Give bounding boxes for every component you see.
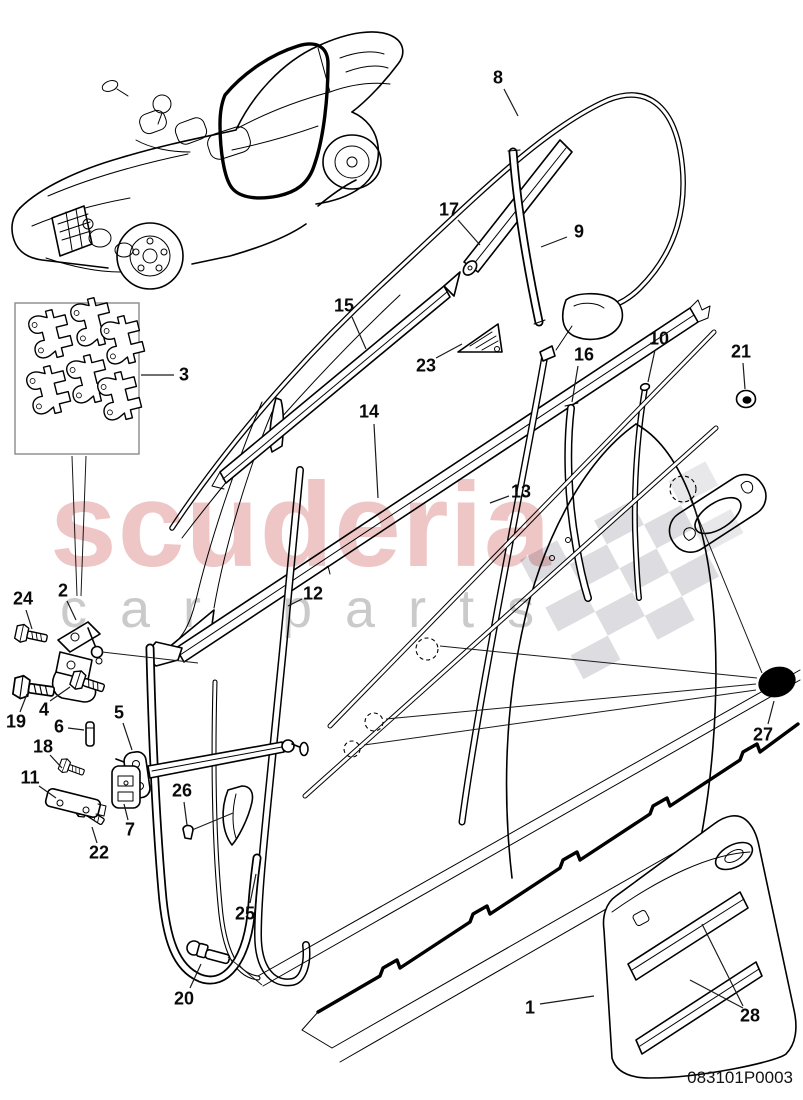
part-label-15[interactable]: 15 [333, 295, 355, 316]
leader-line-1 [539, 995, 595, 1005]
part-27-blanking-plug [758, 666, 796, 698]
leader-line-6 [67, 727, 85, 731]
leader-line-4 [49, 686, 71, 702]
clip-kit-box [14, 294, 148, 455]
part-18-screw [56, 756, 87, 780]
part-label-25[interactable]: 25 [234, 903, 256, 924]
part-label-20[interactable]: 20 [173, 988, 195, 1009]
part-label-2[interactable]: 2 [57, 580, 69, 601]
leader-line-8 [503, 88, 519, 117]
leader-line-7 [123, 803, 129, 821]
door-sill-edge [257, 669, 801, 1063]
leader-line-12 [287, 598, 303, 607]
part-label-17[interactable]: 17 [438, 199, 460, 220]
car-illustration [11, 31, 404, 290]
part-label-4[interactable]: 4 [38, 699, 50, 720]
reference-lines [71, 455, 763, 986]
part-label-22[interactable]: 22 [88, 842, 110, 863]
leader-line-13 [489, 495, 510, 504]
part-label-6[interactable]: 6 [53, 716, 65, 737]
part-label-1[interactable]: 1 [524, 997, 536, 1018]
part-21-grommet [735, 389, 757, 409]
sill-wedge-piece [222, 785, 254, 846]
part-11-bracket-plate [44, 787, 107, 819]
part-label-14[interactable]: 14 [358, 401, 380, 422]
leader-line-5 [122, 722, 133, 751]
leader-line-2 [66, 600, 77, 621]
part-label-7[interactable]: 7 [124, 819, 136, 840]
part-label-18[interactable]: 18 [32, 736, 54, 757]
leader-line-10 [647, 349, 656, 383]
leader-line-22 [91, 826, 98, 844]
leader-line-25 [249, 873, 257, 904]
part-label-12[interactable]: 12 [302, 583, 324, 604]
part-label-26[interactable]: 26 [171, 780, 193, 801]
part-label-28[interactable]: 28 [739, 1005, 761, 1026]
part-15-upper-waist-moulding [211, 271, 461, 490]
leader-line-21 [742, 362, 746, 390]
leader-line-28 [701, 923, 744, 1007]
part-label-27[interactable]: 27 [752, 724, 774, 745]
part-12-window-guide-rail [214, 470, 306, 982]
part-6-pin [85, 721, 95, 747]
leader-line-19 [19, 693, 28, 713]
leader-line-27 [767, 700, 775, 725]
part-label-3[interactable]: 3 [178, 364, 190, 385]
part-23-corner-wedge [457, 323, 503, 353]
part-20-shoulder-bolt [186, 940, 231, 965]
part-label-19[interactable]: 19 [5, 711, 27, 732]
part-label-24[interactable]: 24 [12, 588, 34, 609]
leader-lines [19, 88, 775, 1009]
page-part-number: 083101P0003 [687, 1068, 793, 1087]
leader-line-23 [435, 343, 463, 359]
part-label-13[interactable]: 13 [510, 481, 532, 502]
part-label-21[interactable]: 21 [730, 341, 752, 362]
part-label-11[interactable]: 11 [20, 767, 40, 788]
part-label-23[interactable]: 23 [415, 355, 437, 376]
part-26-clip [182, 824, 194, 840]
leader-line-15 [351, 316, 367, 350]
leader-line-20 [189, 963, 202, 989]
part-10-drain-tube [635, 382, 651, 598]
leader-line-9 [540, 236, 568, 248]
leader-line-11 [38, 785, 57, 799]
part-label-10[interactable]: 10 [648, 328, 670, 349]
part-label-9[interactable]: 9 [573, 221, 585, 242]
leader-line-16 [571, 365, 579, 403]
leader-line-24 [25, 609, 33, 630]
leader-line-14 [373, 423, 379, 499]
part-label-8[interactable]: 8 [492, 67, 504, 88]
part-16-rear-glass-run [565, 402, 588, 598]
part-28-trim-strip [627, 891, 749, 981]
part-1-inner-trim-panel [602, 815, 797, 1079]
part-label-16[interactable]: 16 [573, 344, 595, 365]
part-label-5[interactable]: 5 [113, 702, 125, 723]
part-9-glass-run-channel [507, 150, 546, 324]
leader-line-28 [689, 979, 744, 1009]
part-13-window-frame [462, 345, 556, 822]
leader-line-18 [49, 754, 63, 769]
leader-line-17 [457, 219, 481, 246]
part-7-lock-striker [111, 765, 141, 809]
leader-line-26 [183, 801, 188, 826]
part-14-lower-waist-moulding [149, 299, 711, 667]
